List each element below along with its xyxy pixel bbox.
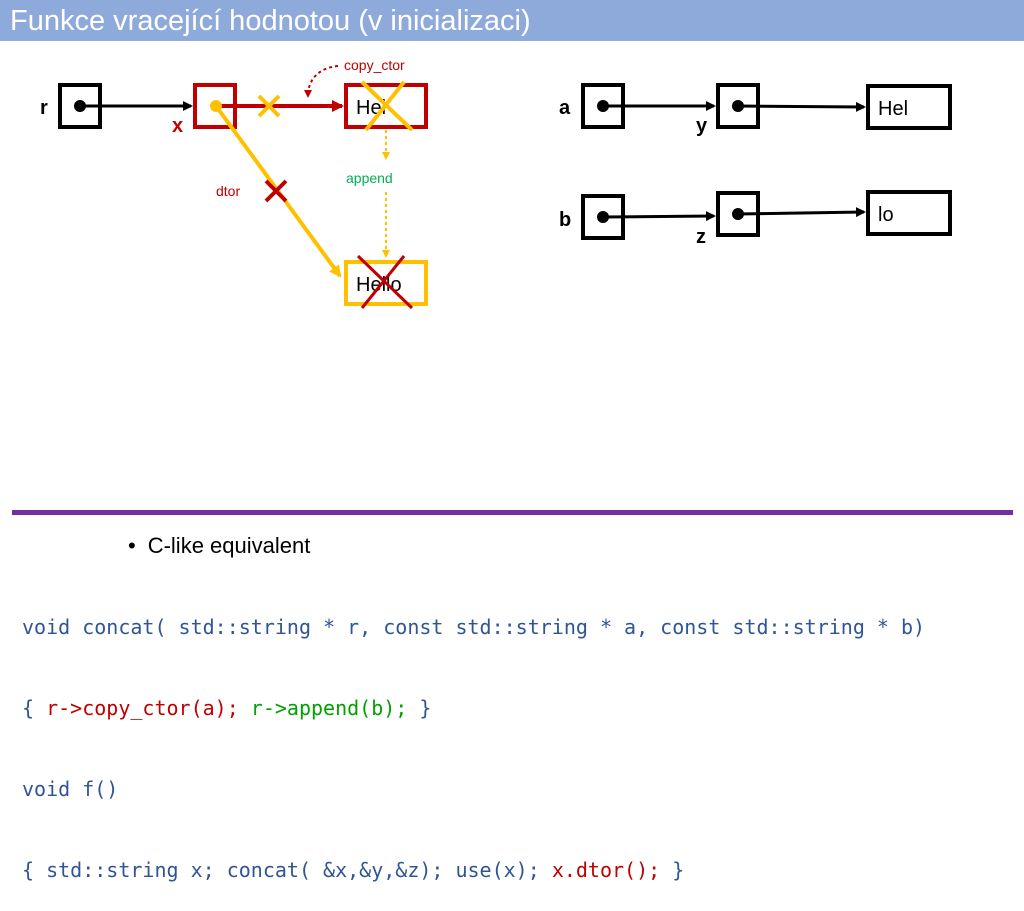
code-append-call: r->append(b); bbox=[250, 696, 408, 720]
code-block: void concat( std::string * r, const std:… bbox=[22, 560, 925, 911]
pointer-dot-x bbox=[210, 100, 222, 112]
label-y: y bbox=[696, 115, 708, 137]
label-copy-ctor: copy_ctor bbox=[344, 57, 405, 73]
arrow-b-to-z bbox=[602, 211, 716, 222]
arrow-z-to-lo bbox=[737, 207, 866, 218]
title-bar: Funkce vracející hodnotou (v inicializac… bbox=[0, 0, 1024, 41]
code-line-4: { std::string x; concat( &x,&y,&z); use(… bbox=[22, 857, 925, 884]
label-b: b bbox=[559, 209, 571, 231]
bullet-item: • C-like equivalent bbox=[128, 532, 310, 560]
string-box-hel-right bbox=[866, 84, 952, 130]
string-box-lo bbox=[866, 190, 952, 236]
code-line-2-open: { bbox=[22, 696, 47, 720]
code-line-2-close: } bbox=[407, 696, 432, 720]
pointer-diagram: r x dtor Hel copy_ctor append Hello a y … bbox=[40, 57, 952, 310]
label-z: z bbox=[696, 226, 706, 248]
code-line-2: { r->copy_ctor(a); r->append(b); } bbox=[22, 695, 925, 722]
label-append: append bbox=[346, 170, 393, 186]
label-a: a bbox=[559, 97, 571, 119]
string-text-lo: lo bbox=[878, 204, 894, 226]
cross-hel-2 bbox=[364, 80, 406, 132]
code-line-1: void concat( std::string * r, const std:… bbox=[22, 615, 926, 639]
bullet-dot-icon: • bbox=[128, 533, 136, 558]
bullet-text: C-like equivalent bbox=[147, 533, 311, 558]
cross-yellow-2 bbox=[257, 94, 281, 118]
section-divider bbox=[12, 510, 1013, 515]
cross-hello-2 bbox=[360, 255, 406, 309]
string-text-hel-right: Hel bbox=[878, 98, 908, 120]
code-line-3: void f() bbox=[22, 777, 119, 801]
arrow-y-to-hel bbox=[737, 101, 866, 112]
code-copy-ctor-call: r->copy_ctor(a); bbox=[46, 696, 251, 720]
code-line-4-main: { std::string x; concat( &x,&y,&z); use(… bbox=[22, 858, 552, 882]
cross-red-dtor-2 bbox=[264, 179, 288, 203]
arrow-copy-ctor bbox=[304, 65, 339, 98]
label-r: r bbox=[40, 97, 48, 119]
label-x: x bbox=[172, 115, 183, 137]
code-dtor-call: x.dtor(); bbox=[551, 858, 661, 882]
cross-hello-1 bbox=[356, 254, 414, 310]
code-line-4-close: } bbox=[660, 858, 685, 882]
slide-title: Funkce vracející hodnotou (v inicializac… bbox=[10, 5, 531, 37]
label-dtor: dtor bbox=[216, 183, 240, 199]
